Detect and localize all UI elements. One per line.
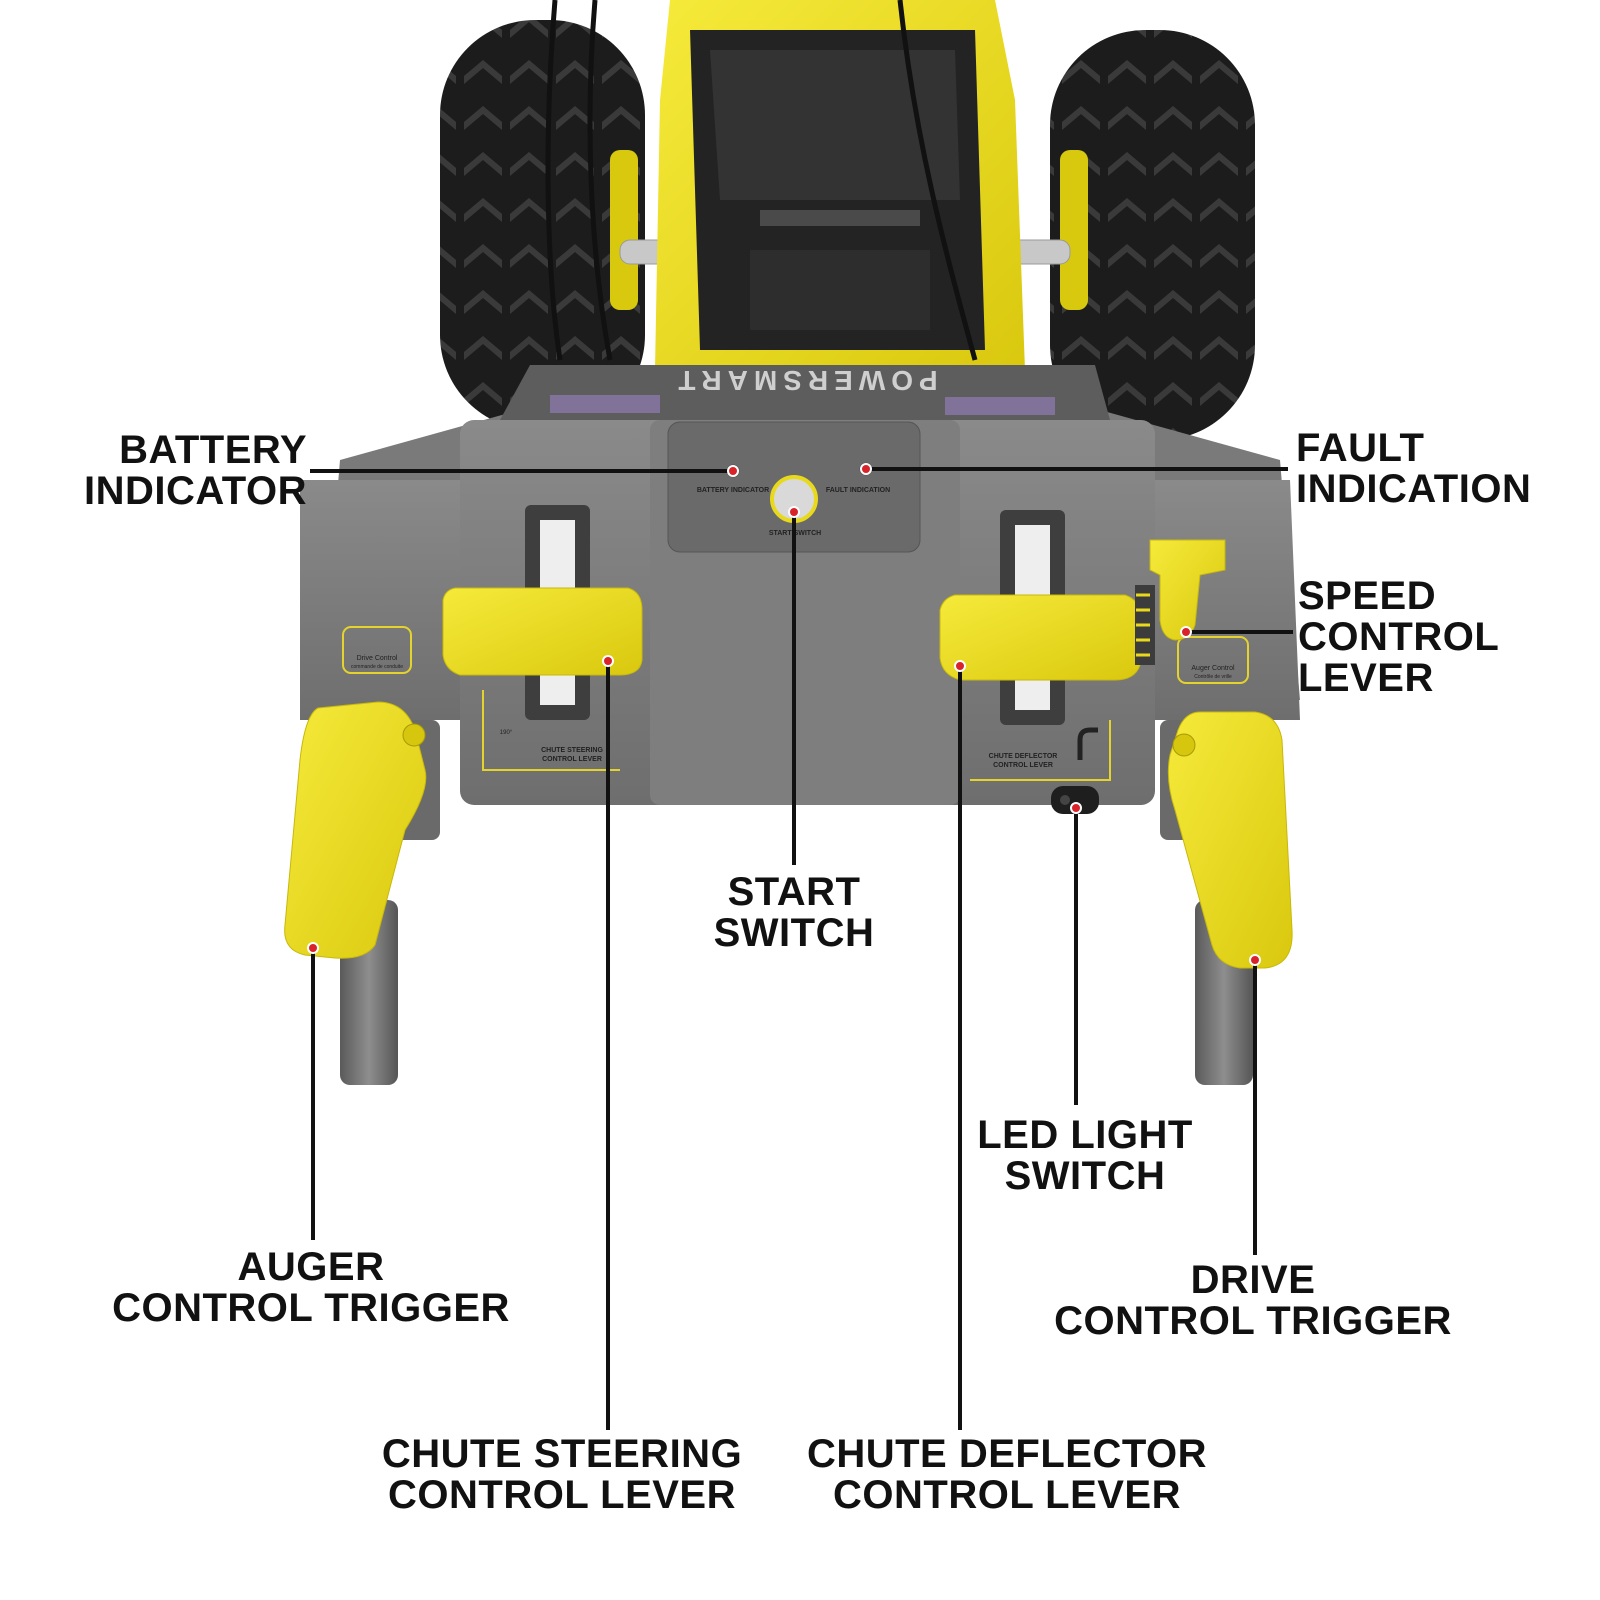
leader-lines	[310, 467, 1293, 1430]
callout-auger-control-trigger: AUGER CONTROL TRIGGER	[112, 1247, 510, 1329]
callout-battery-indicator: BATTERY INDICATOR	[84, 430, 307, 512]
callout-battery-line2: INDICATOR	[83, 469, 307, 513]
auger-control-decal-label-fr: Contrôle de vrille	[1194, 674, 1232, 680]
battery-indicator-panel-label: BATTERY INDICATOR	[697, 487, 769, 494]
callout-fault-indication: FAULT INDICATION	[1296, 428, 1531, 510]
auger-control-decal	[1177, 636, 1249, 684]
callout-chute-deflector-lever: CHUTE DEFLECTOR CONTROL LEVER	[807, 1434, 1207, 1516]
drive-control-trigger[interactable]	[1167, 711, 1293, 969]
led-light-switch[interactable]	[1051, 786, 1099, 814]
callout-battery-line1: BATTERY	[119, 428, 307, 472]
callout-start-line2: SWITCH	[713, 911, 875, 955]
callout-speed-line3: LEVER	[1298, 656, 1434, 700]
callout-start-line1: START	[727, 870, 861, 914]
brand-logo: POWERSMART	[672, 365, 937, 396]
callout-drive-line2: CONTROL TRIGGER	[1054, 1299, 1452, 1343]
auger-control-decal-label: Auger Control	[1191, 665, 1235, 672]
callout-chute-steering-lever: CHUTE STEERING CONTROL LEVER	[382, 1434, 742, 1516]
drive-control-decal-label-fr: commande de conduite	[351, 664, 403, 670]
marker-steering	[602, 655, 614, 667]
deflector-arrow-icon	[1077, 727, 1098, 760]
marker-deflector	[954, 660, 966, 672]
callout-led-light-switch: LED LIGHT SWITCH	[977, 1115, 1193, 1197]
fault-indication-panel-label: FAULT INDICATION	[826, 487, 890, 494]
drive-control-decal	[342, 626, 412, 674]
marker-start	[788, 506, 800, 518]
right-tire	[1050, 30, 1255, 440]
callout-deflector-line2: CONTROL LEVER	[832, 1473, 1182, 1517]
callout-speed-line2: CONTROL	[1298, 615, 1500, 659]
chute-deflector-decal-2: CONTROL LEVER	[993, 762, 1053, 769]
rotation-label: 190°	[500, 730, 513, 736]
chute-deflector-decal: CHUTE DEFLECTOR	[989, 753, 1058, 760]
chute-deflector-lever[interactable]	[939, 594, 1141, 681]
callout-fault-line2: INDICATION	[1296, 467, 1532, 511]
marker-battery	[727, 465, 739, 477]
callout-steering-line2: CONTROL LEVER	[387, 1473, 737, 1517]
callout-start-switch: START SWITCH	[714, 872, 875, 954]
callout-speed-control-lever: SPEED CONTROL LEVER	[1298, 576, 1499, 699]
callout-speed-line1: SPEED	[1298, 574, 1437, 618]
callout-auger-line1: AUGER	[237, 1245, 385, 1289]
marker-led	[1070, 802, 1082, 814]
speed-control-lever[interactable]	[1149, 539, 1226, 641]
drive-control-decal-label: Drive Control	[357, 655, 398, 662]
marker-dots	[307, 463, 1261, 966]
callout-steering-line1: CHUTE STEERING	[381, 1432, 743, 1476]
marker-drive	[1249, 954, 1261, 966]
marker-speed	[1180, 626, 1192, 638]
callout-led-line2: SWITCH	[1004, 1154, 1166, 1198]
controls	[284, 462, 1293, 1085]
callout-drive-line1: DRIVE	[1190, 1258, 1316, 1302]
callout-deflector-line1: CHUTE DEFLECTOR	[806, 1432, 1208, 1476]
callout-auger-line2: CONTROL TRIGGER	[112, 1286, 510, 1330]
left-tire	[440, 20, 645, 430]
marker-auger	[307, 942, 319, 954]
rear-assembly	[440, 0, 1255, 440]
chute-steering-decal-2: CONTROL LEVER	[542, 756, 602, 763]
callout-led-line1: LED LIGHT	[977, 1113, 1193, 1157]
callout-drive-control-trigger: DRIVE CONTROL TRIGGER	[1054, 1260, 1452, 1342]
chute-steering-lever[interactable]	[442, 587, 643, 676]
marker-fault	[860, 463, 872, 475]
callout-fault-line1: FAULT	[1296, 426, 1425, 470]
chute-steering-decal: CHUTE STEERING	[541, 747, 603, 754]
